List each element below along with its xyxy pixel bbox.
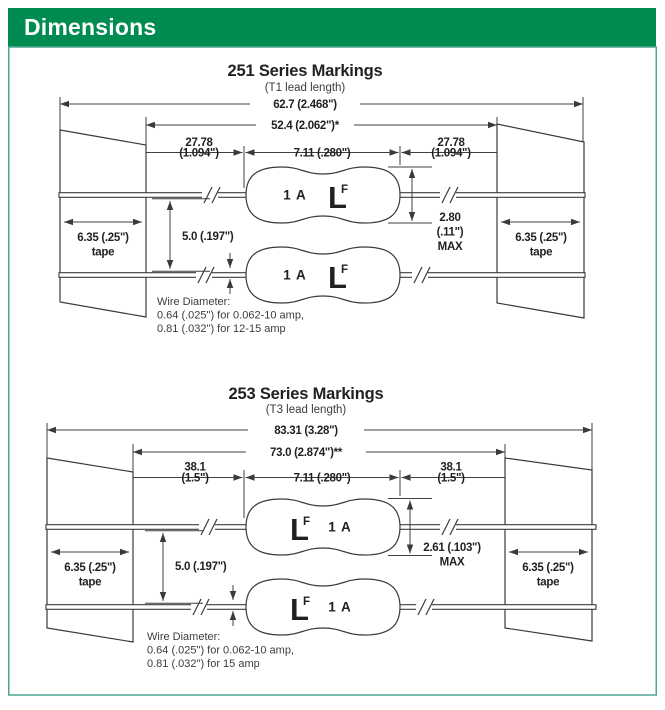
marking-251-top: 1 A L F — [283, 180, 351, 215]
wire-note-line3: 0.81 (.032") for 15 amp — [147, 658, 260, 670]
dim-251-inner: 52.4 (2.062")* — [145, 117, 498, 146]
marking-251-bottom: 1 A L F — [283, 260, 351, 295]
dim-253-inner-label: 73.0 (2.874")** — [270, 447, 343, 459]
break-marks-253 — [191, 518, 459, 616]
littelfuse-logo-icon: L F — [328, 260, 351, 295]
littelfuse-logo-icon: L F — [328, 180, 351, 215]
wire-note-251: Wire Diameter: 0.64 (.025") for 0.062-10… — [157, 296, 304, 335]
dim-251-dia-mm: 2.80 — [439, 212, 460, 224]
tape-size-label: 6.35 (.25") — [77, 232, 129, 244]
dim-253-left-lead-inch: (1.5") — [181, 473, 209, 485]
dim-253-body-diameter: 2.61 (.103") MAX — [388, 498, 481, 569]
tape-size-label: 6.35 (.25") — [515, 232, 567, 244]
fuse-body-251-bottom — [245, 246, 401, 304]
dim-251-dia-max: MAX — [438, 241, 463, 253]
littelfuse-logo-icon: L F — [290, 512, 313, 547]
dim-251-body-length: 7.11 (.280") — [294, 148, 351, 160]
dim-253-body-length: 7.11 (.280") — [294, 473, 351, 485]
dim-253-lead-spacing-label: 5.0 (.197") — [175, 561, 227, 573]
dim-251-overall: 62.7 (2.468") — [59, 97, 584, 143]
dim-253-dia-max: MAX — [440, 557, 465, 569]
tape-word-label: tape — [537, 577, 559, 589]
dim-253-segments: 38.1 (1.5") 7.11 (.280") 38.1 (1.5") — [47, 462, 585, 518]
diagram-251-title: 251 Series Markings — [228, 62, 383, 80]
tape-word-label: tape — [79, 577, 101, 589]
dim-251-dia-inch: (.11") — [437, 227, 464, 239]
dim-251-tape-left: 6.35 (.25") tape — [64, 218, 142, 259]
tape-word-label: tape — [530, 247, 552, 259]
section-title: Dimensions — [24, 14, 157, 40]
dim-251-segments: 27.78 (1.094") 7.11 (.280") 27.78 (1.094… — [60, 137, 578, 188]
dim-251-left-lead-inch: (1.094") — [179, 148, 219, 160]
tape-251-left — [59, 129, 147, 318]
wire-note-line1: Wire Diameter: — [147, 631, 220, 643]
marking-253-bottom: L F 1 A — [290, 592, 352, 627]
amp-rating-label: 1 A — [283, 268, 307, 283]
wire-note-line2: 0.64 (.025") for 0.062-10 amp, — [157, 310, 304, 322]
tape-size-label: 6.35 (.25") — [522, 562, 574, 574]
dim-251-inner-label: 52.4 (2.062")* — [271, 120, 340, 132]
tape-253-right — [504, 457, 593, 642]
marking-253-top: L F 1 A — [290, 512, 352, 547]
tape-word-label: tape — [92, 247, 114, 259]
littelfuse-logo-icon: L F — [290, 592, 313, 627]
diagram-253: 253 Series Markings (T3 lead length) 83.… — [45, 385, 597, 670]
dim-253-tape-left: 6.35 (.25") tape — [51, 548, 129, 589]
dim-251-right-lead-mm: 27.78 — [437, 137, 465, 149]
dim-253-tape-right: 6.35 (.25") tape — [509, 548, 588, 589]
diagram-251-subtitle: (T1 lead length) — [265, 82, 346, 94]
dim-251-tape-right: 6.35 (.25") tape — [501, 218, 580, 259]
dim-251-lead-spacing-label: 5.0 (.197") — [182, 231, 234, 243]
amp-rating-label: 1 A — [283, 188, 307, 203]
diagram-253-title: 253 Series Markings — [229, 385, 384, 403]
wire-note-line1: Wire Diameter: — [157, 296, 230, 308]
tape-253-left — [46, 457, 134, 643]
amp-rating-label: 1 A — [328, 600, 352, 615]
dim-251-overall-label: 62.7 (2.468") — [273, 99, 337, 111]
dim-253-left-lead-mm: 38.1 — [184, 462, 206, 474]
dim-251-left-lead-mm: 27.78 — [185, 137, 213, 149]
dim-253-overall: 83.31 (3.28") — [46, 423, 593, 471]
amp-rating-label: 1 A — [328, 520, 352, 535]
dim-253-lead-spacing: 5.0 (.197") — [145, 530, 227, 604]
dim-253-overall-label: 83.31 (3.28") — [274, 425, 338, 437]
dim-251-right-lead-inch: (1.094") — [431, 148, 471, 160]
fuse-body-251-top — [245, 166, 401, 224]
wire-note-253: Wire Diameter: 0.64 (.025") for 0.062-10… — [147, 631, 294, 670]
wire-note-line2: 0.64 (.025") for 0.062-10 amp, — [147, 645, 294, 657]
diagram-251: 251 Series Markings (T1 lead length) 62.… — [58, 62, 586, 335]
dim-253-inner: 73.0 (2.874")** — [132, 444, 506, 473]
dim-253-right-lead-inch: (1.5") — [437, 473, 465, 485]
dim-253-right-lead-mm: 38.1 — [440, 462, 462, 474]
dim-251-body-diameter: 2.80 (.11") MAX — [388, 166, 464, 253]
wire-note-line3: 0.81 (.032") for 12-15 amp — [157, 323, 286, 335]
tape-251-right — [496, 123, 585, 319]
break-marks-251 — [196, 186, 459, 284]
tape-size-label: 6.35 (.25") — [64, 562, 116, 574]
dim-251-lead-spacing: 5.0 (.197") — [152, 198, 234, 272]
section-header-bar: Dimensions — [8, 8, 656, 47]
fuse-body-253-top — [245, 498, 401, 556]
fuse-body-253-bottom — [245, 578, 401, 636]
diagram-253-subtitle: (T3 lead length) — [266, 404, 347, 416]
dim-253-dia-label: 2.61 (.103") — [423, 542, 481, 554]
